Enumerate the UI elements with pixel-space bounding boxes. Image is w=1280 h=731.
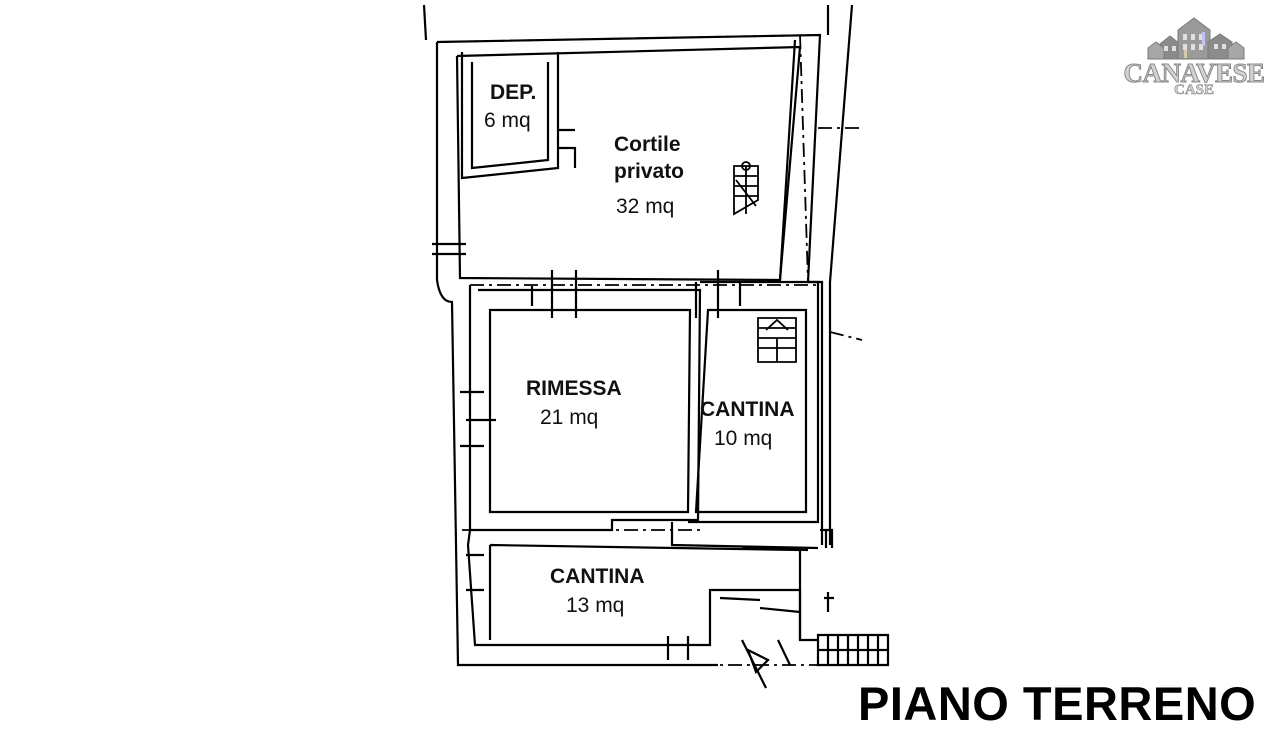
cantina-small-wall (694, 308, 808, 514)
room-name-rimessa: RIMESSA (526, 377, 622, 400)
room-area-cortile: 32 mq (616, 195, 675, 218)
houses-icon (1147, 17, 1245, 60)
stair-icon (757, 317, 797, 363)
room-area-dep: 6 mq (484, 109, 531, 132)
room-name-cortile: Cortile (614, 133, 681, 156)
room-area-rimessa: 21 mq (540, 406, 599, 429)
west-wall (435, 42, 718, 667)
room-name-cantina-large: CANTINA (550, 565, 645, 588)
room-area-cantina-large: 13 mq (566, 594, 625, 617)
brand-logo: CANAVESE CASE (1118, 14, 1270, 104)
room-name-dep: DEP. (490, 81, 537, 104)
stair-icon (733, 161, 759, 216)
cantina-large-wall (488, 543, 802, 640)
west-wall-inner (466, 285, 818, 647)
room-name-cortile-line2: privato (614, 160, 685, 183)
logo-subtext: CASE (1173, 82, 1215, 99)
floor-title: PIANO TERRENO (858, 677, 1257, 730)
room-area-cantina-small: 10 mq (714, 427, 773, 450)
rimessa-wall (488, 308, 692, 514)
logo-wordmark: CANAVESE (1123, 58, 1266, 89)
room-name-cantina-small: CANTINA (700, 398, 795, 421)
dep-wall-inner (470, 62, 550, 170)
dep-wall (460, 52, 560, 180)
